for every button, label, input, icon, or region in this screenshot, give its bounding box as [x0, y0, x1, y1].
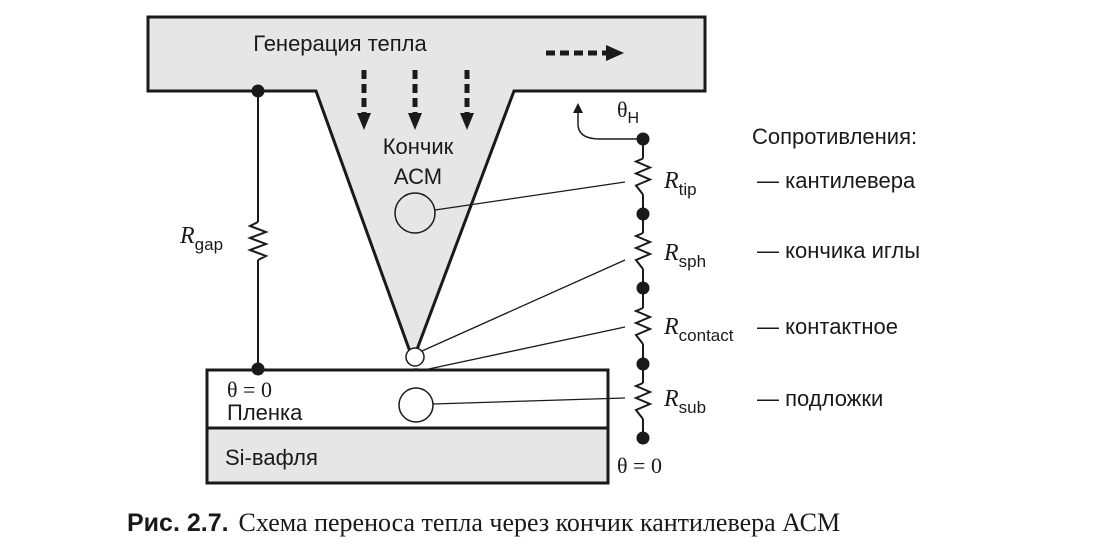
leader-rcontact	[423, 326, 626, 371]
heat-flow-arrow-down-1	[357, 70, 371, 130]
rgap-symbol: R	[179, 223, 195, 249]
leader-rsph	[421, 259, 626, 352]
resistor-description-tip: — кантилевера	[757, 168, 916, 193]
heat-generation-label: Генерация тепла	[253, 31, 427, 56]
resistor-sph	[633, 214, 653, 288]
chain-node-2	[636, 281, 650, 295]
resistor-symbol: R	[663, 386, 679, 412]
tip-label-line2: АСМ	[394, 164, 442, 189]
chain-node-1	[636, 207, 650, 221]
resistor-symbol: R	[663, 240, 679, 266]
rgap-label: Rgap	[179, 223, 223, 254]
resistor-symbol: R	[663, 314, 679, 340]
figure-caption: Рис. 2.7. Схема переноса тепла через конч…	[127, 508, 840, 537]
rgap-subscript: gap	[195, 235, 223, 254]
resistor-contact	[633, 288, 653, 364]
heat-flow-arrow-horizontal	[546, 45, 624, 61]
substrate-sphere	[398, 387, 434, 423]
contact-sphere-top	[405, 347, 425, 367]
chain-node-0	[636, 132, 650, 146]
resistor-subscript: tip	[679, 180, 697, 199]
resistor-description-contact: — контактное	[757, 314, 898, 339]
theta-h-subscript: H	[628, 110, 640, 127]
resistor-subscript: contact	[679, 326, 734, 345]
leader-rsub	[432, 397, 626, 405]
resistor-label-tip: Rtip	[663, 168, 697, 199]
caption-figure-number: Рис. 2.7.	[127, 509, 229, 537]
resistor-subscript: sph	[679, 252, 706, 271]
resistor-subscript: sub	[679, 398, 706, 417]
theta-h-symbol: θ	[617, 97, 628, 122]
resistor-label-contact: Rcontact	[663, 314, 734, 345]
caption-text: Схема переноса тепла через кончик кантил…	[239, 508, 841, 537]
theta-h-arrow	[573, 103, 643, 140]
theta-h-label: θH	[617, 97, 639, 127]
resistor-sub	[633, 364, 653, 438]
si-wafer-layer	[205, 426, 610, 485]
film-theta-label: θ = 0	[227, 377, 272, 402]
chain-bottom-theta-label: θ = 0	[617, 453, 662, 478]
chain-node-4	[636, 431, 650, 445]
tip-sphere	[394, 192, 436, 234]
leader-lines	[421, 181, 626, 405]
resistor-tip	[633, 139, 653, 214]
heat-flow-arrow-down-3	[460, 70, 474, 130]
resistor-description-sph: — кончика иглы	[757, 238, 920, 263]
resistances-heading: Сопротивления:	[752, 124, 917, 149]
rgap-branch	[247, 84, 269, 376]
si-wafer-label: Si-вафля	[225, 445, 318, 470]
leader-rtip	[434, 181, 626, 211]
resistor-label-sph: Rsph	[663, 240, 706, 271]
resistor-description-sub: — подложки	[757, 386, 883, 411]
film-label: Пленка	[227, 400, 303, 425]
resistor-label-sub: Rsub	[663, 386, 706, 417]
cantilever-shape	[146, 15, 707, 365]
chain-node-3	[636, 357, 650, 371]
heat-flow-arrow-down-2	[408, 70, 422, 130]
resistor-symbol: R	[663, 168, 679, 194]
tip-label-line1: Кончик	[383, 134, 454, 159]
